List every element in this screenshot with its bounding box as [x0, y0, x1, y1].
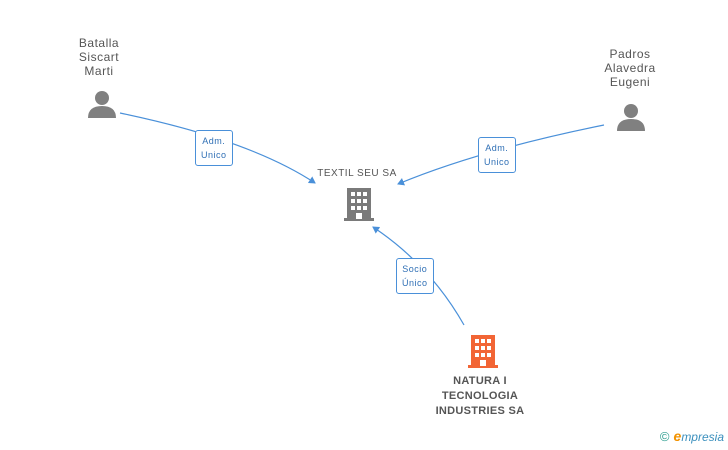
- edge-badge-line: Unico: [201, 150, 227, 160]
- edge-badge-line: Único: [402, 278, 428, 288]
- edge-badge-adm-unico-1: Adm. Unico: [195, 130, 233, 166]
- edge-badge-line: Socio: [402, 264, 428, 274]
- brand-logo: empresia: [674, 428, 724, 444]
- footer-brand[interactable]: © empresia: [660, 428, 724, 444]
- company-focus-label-line: NATURA I: [453, 375, 507, 387]
- building-icon[interactable]: [468, 335, 498, 368]
- person-label-line: Alavedra: [604, 61, 656, 75]
- brand-rest: mpresia: [681, 430, 724, 444]
- person-label-batalla[interactable]: Batalla Siscart Marti: [62, 36, 136, 78]
- person-icon[interactable]: [88, 91, 116, 118]
- edge-badge-adm-unico-2: Adm. Unico: [478, 137, 516, 173]
- company-focus-label-line: INDUSTRIES SA: [435, 405, 525, 417]
- edge-person-1-to-main: [119, 112, 316, 184]
- edge-badge-socio-unico: Socio Único: [396, 258, 434, 294]
- person-label-line: Batalla: [78, 36, 120, 50]
- person-label-line: Padros: [609, 47, 651, 61]
- brand-initial: e: [673, 428, 682, 444]
- edge-badge-line: Unico: [484, 157, 510, 167]
- person-label-line: Eugeni: [609, 75, 651, 89]
- person-icon[interactable]: [617, 104, 645, 131]
- building-icon[interactable]: [344, 188, 374, 221]
- copyright-icon: ©: [659, 428, 670, 444]
- edge-badge-line: Adm.: [202, 136, 226, 146]
- person-label-padros[interactable]: Padros Alavedra Eugeni: [590, 47, 670, 89]
- person-label-line: Marti: [84, 64, 114, 78]
- company-focus-label[interactable]: NATURA I TECNOLOGIA INDUSTRIES SA: [420, 374, 540, 419]
- edge-badge-line: Adm.: [485, 143, 509, 153]
- person-label-line: Siscart: [78, 50, 120, 64]
- company-main-label[interactable]: TEXTIL SEU SA: [317, 168, 397, 179]
- company-focus-label-line: TECNOLOGIA: [441, 390, 519, 402]
